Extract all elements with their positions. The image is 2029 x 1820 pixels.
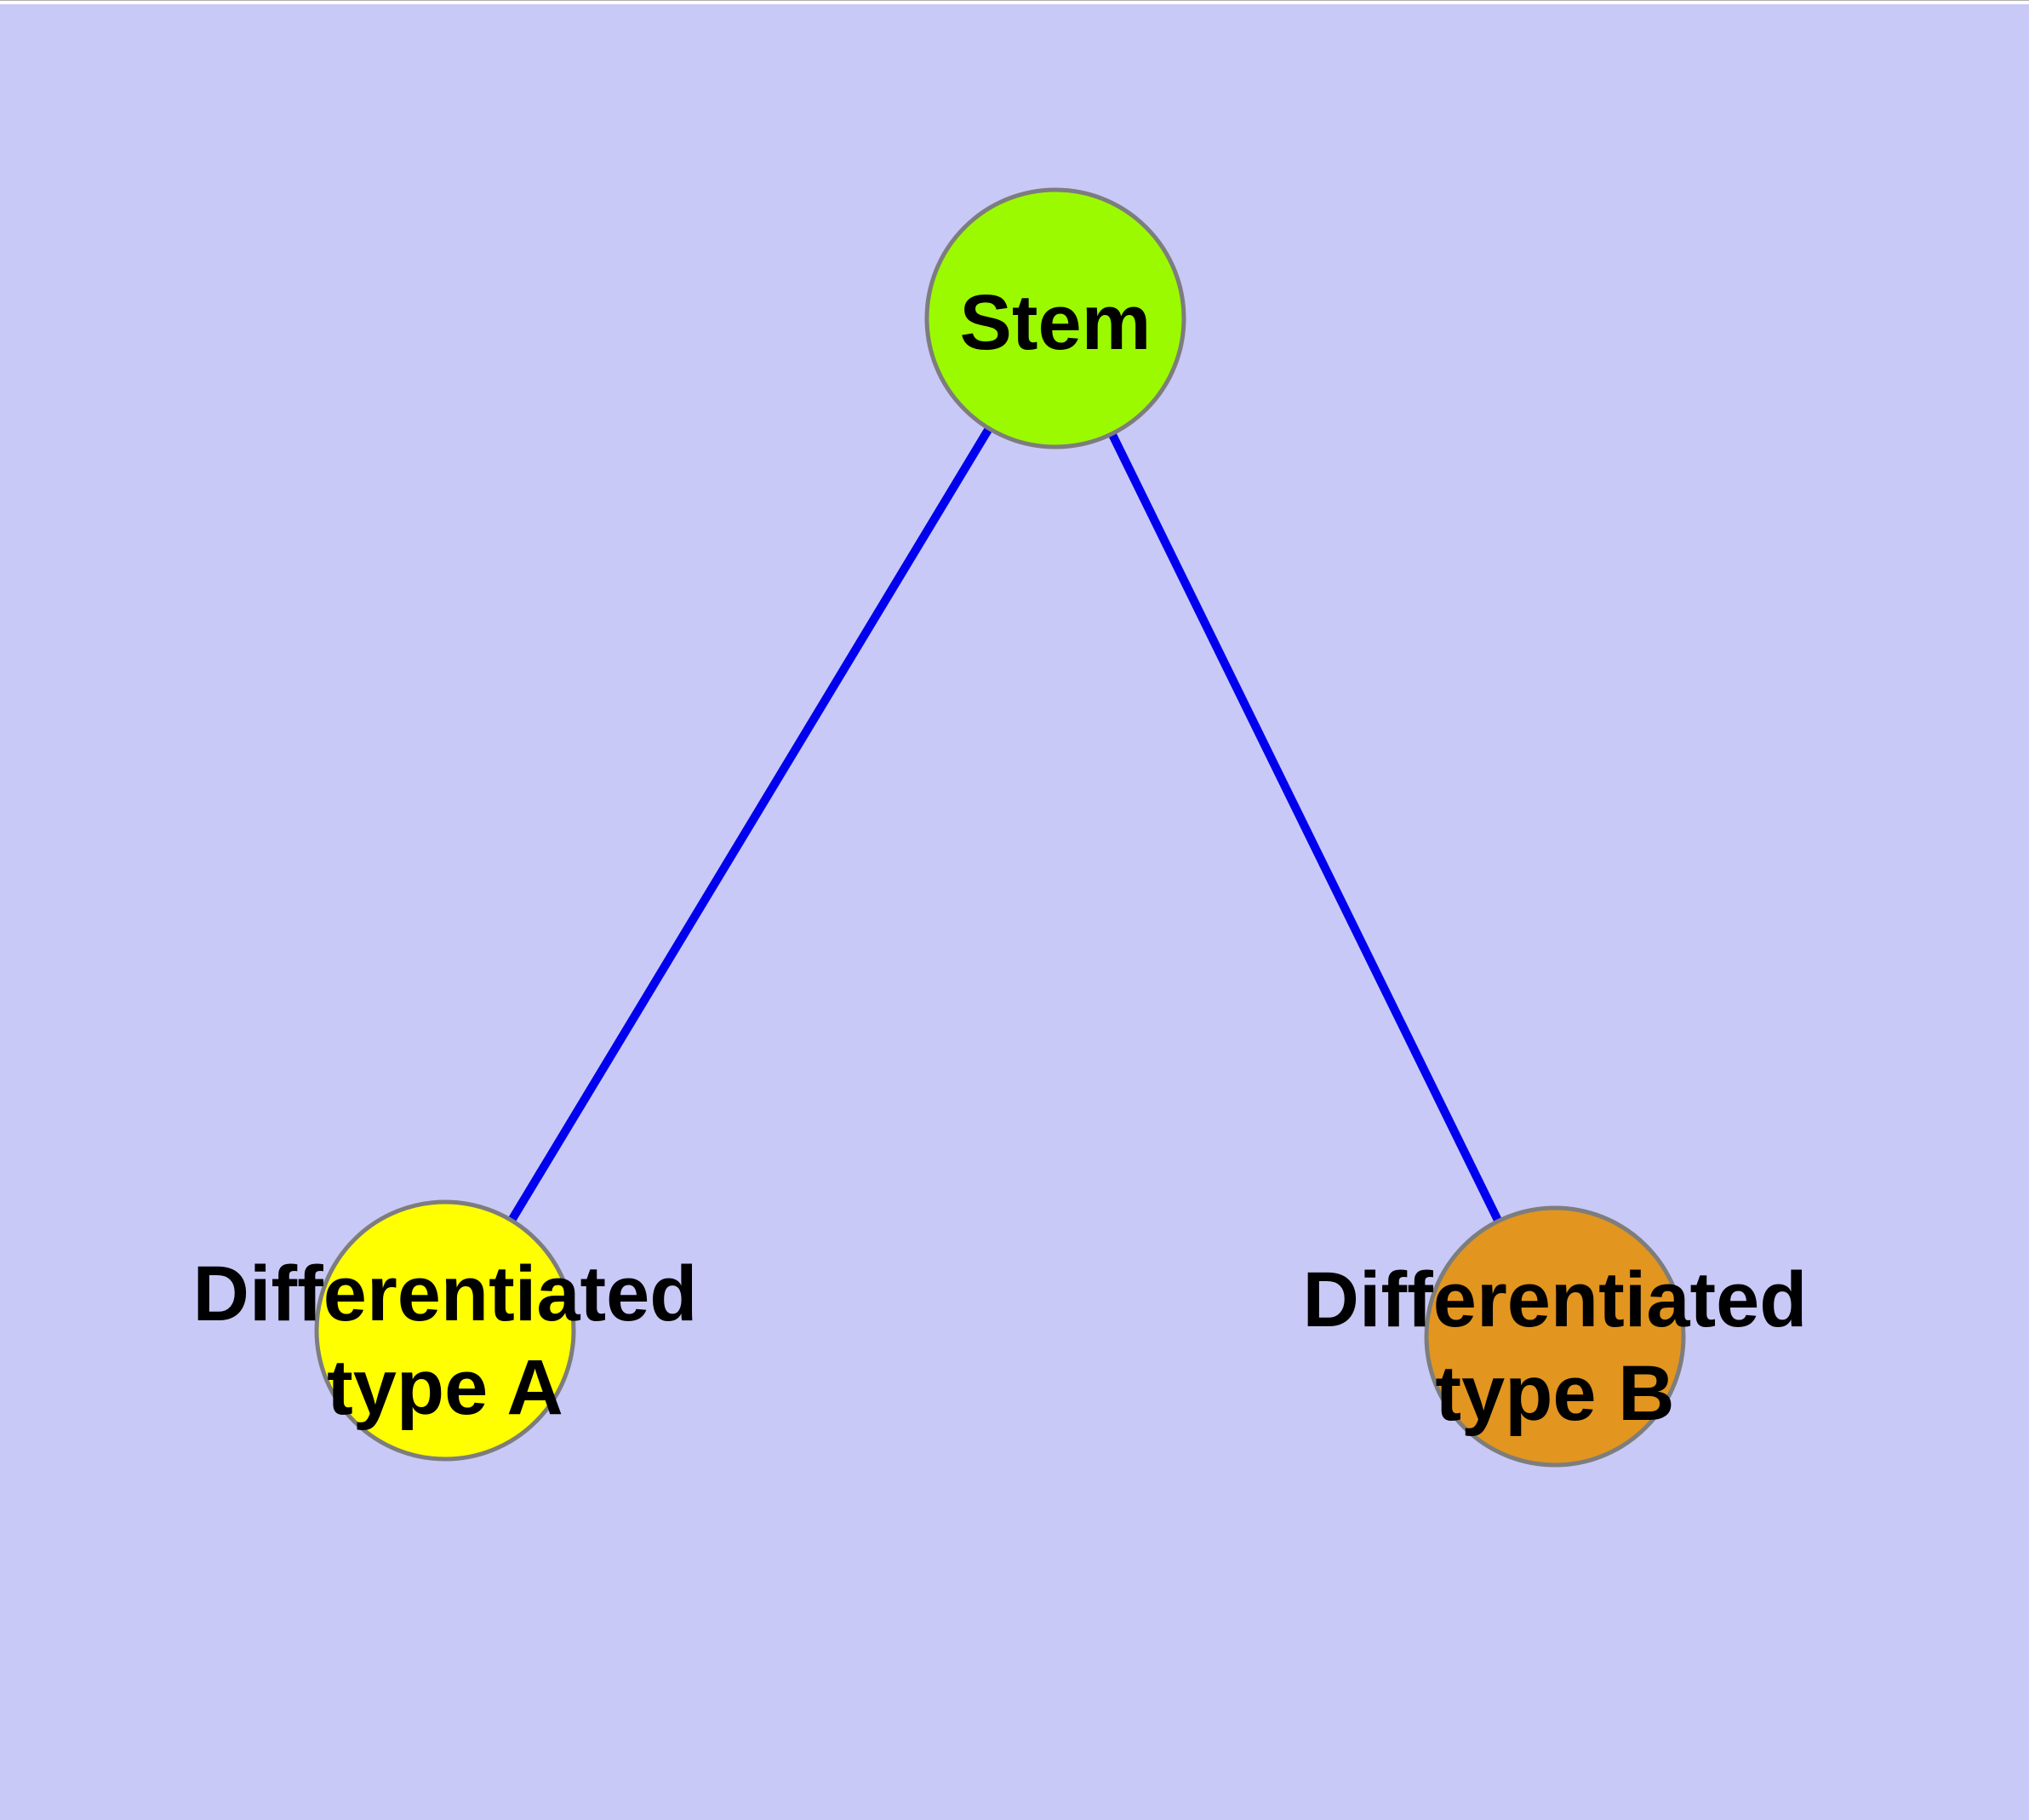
differentiated-type-b-label-line-2: type B [1435,1350,1674,1437]
stem-node-label-line-1: Stem [960,279,1152,366]
differentiated-type-a-node-circle [314,1199,576,1462]
edge-stem-to-type-a [441,316,1060,1333]
stem-node-circle [924,187,1186,449]
edge-stem-to-type-b [1051,316,1559,1339]
stem-node-label: Stem [960,279,1152,366]
top-strip [0,0,2029,4]
node-stem: Stem [924,187,1186,449]
differentiated-type-a-label-line-2: type A [327,1344,563,1431]
edges-layer [441,316,1559,1339]
differentiated-type-b-node-circle [1424,1205,1686,1468]
differentiated-type-a-label-line-1: Differentiated [193,1251,698,1337]
differentiated-type-b-label-line-1: Differentiated [1303,1256,1808,1343]
